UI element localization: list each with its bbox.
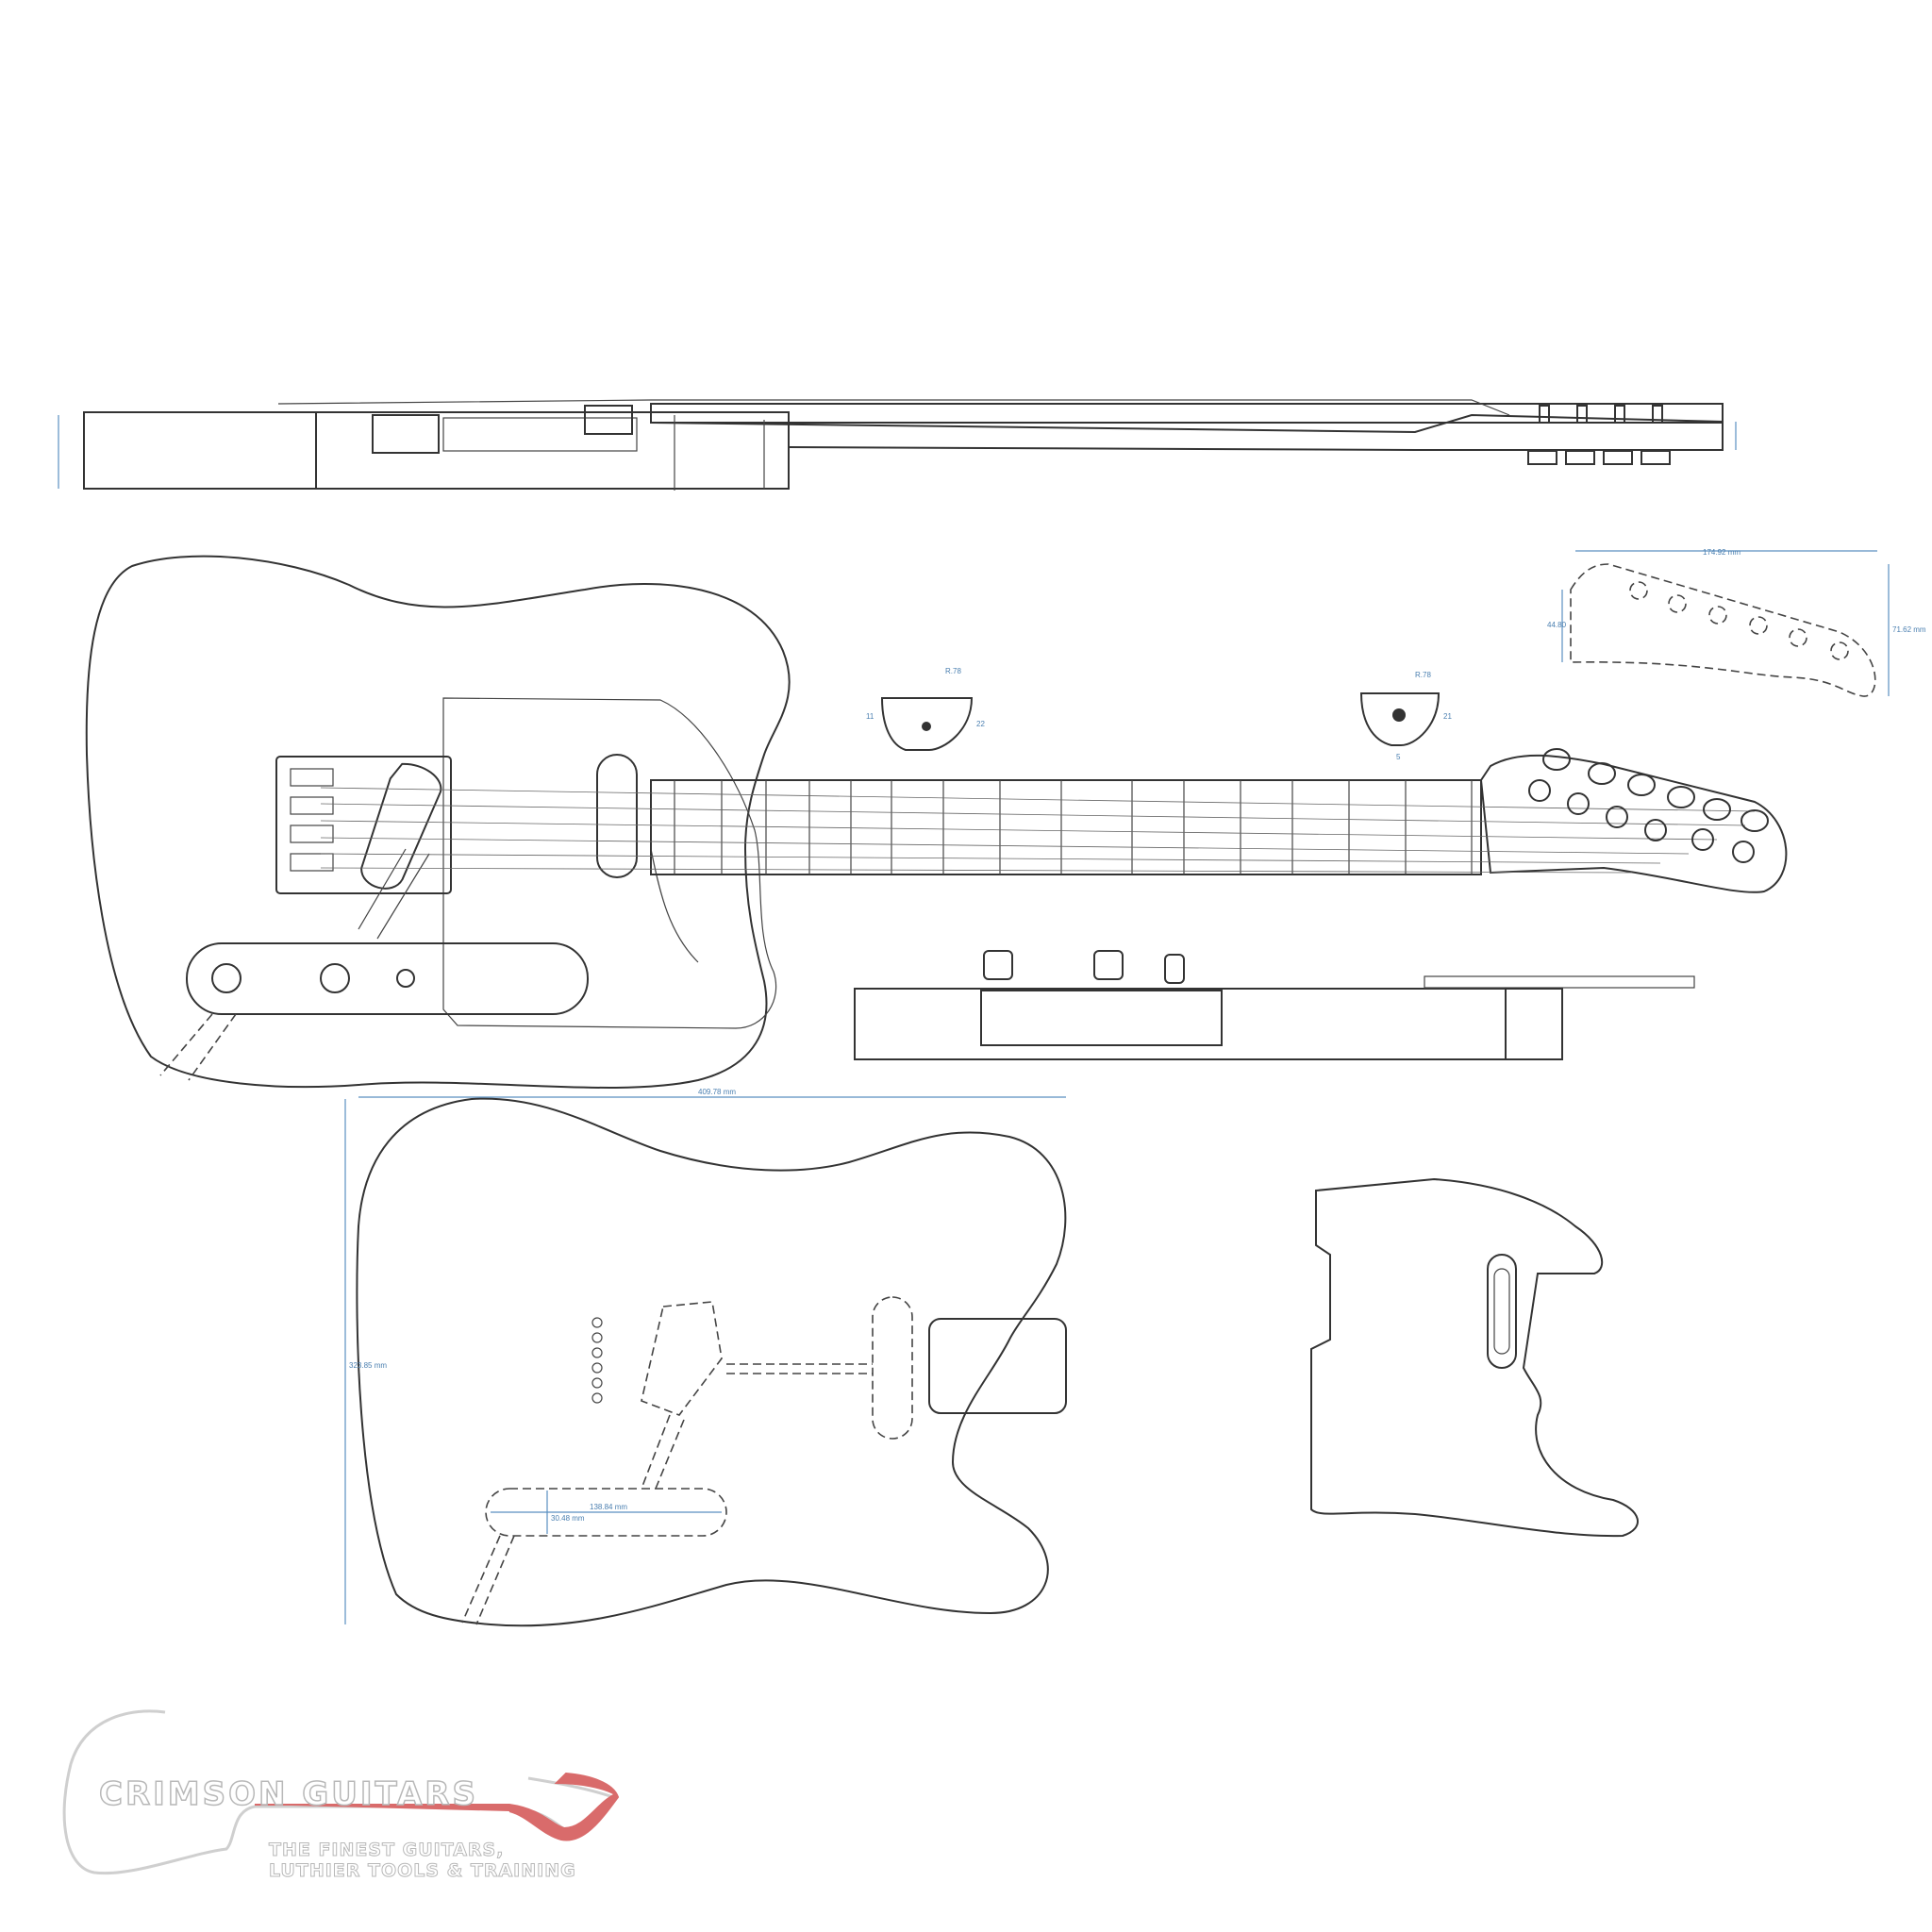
control-holes (591, 1317, 603, 1404)
headstock-nut-label: 44.80 (1547, 621, 1567, 629)
headstock-height-label: 71.62 mm (1892, 625, 1926, 634)
cavity-width-label: 30.48 mm (551, 1514, 585, 1523)
cavity-length-label: 138.84 mm (590, 1503, 627, 1511)
section-2-radius: R.78 (1415, 671, 1431, 679)
logo-brand-text: CRIMSON GUITARS (98, 1774, 478, 1814)
strings (320, 787, 1756, 874)
headstock-length-label: 174.92 mm (1703, 548, 1740, 557)
logo-red-swoosh (255, 1772, 620, 1841)
logo-tagline: THE FINEST GUITARS, LUTHIER TOOLS & TRAI… (269, 1840, 576, 1882)
guitar-front-view (85, 555, 1788, 1090)
frets (674, 780, 1473, 874)
logo-tagline-line-2: LUTHIER TOOLS & TRAINING (269, 1860, 576, 1882)
body-template: 409.78 mm 323.85 mm 138.84 mm 30.48 mm (344, 1088, 1067, 1627)
body-width-label: 409.78 mm (698, 1088, 736, 1096)
section-1-radius: R.78 (945, 667, 961, 675)
headstock-detail: 174.92 mm 71.62 mm 44.80 (1547, 548, 1926, 697)
logo-tagline-line-1: THE FINEST GUITARS, (269, 1840, 505, 1861)
neck-cross-section-1: R.78 22 11 (866, 667, 985, 751)
section-1-offset: 11 (866, 712, 874, 721)
tuners (1528, 748, 1769, 863)
bridge-saddles (290, 768, 334, 872)
side-section-view (58, 399, 1737, 491)
tuner-posts-side (1527, 405, 1671, 465)
pickguard (1310, 1177, 1639, 1538)
body-side-section (854, 950, 1695, 1060)
section-1-depth: 22 (976, 720, 985, 728)
neck-cross-section-2: R.78 21 5 (1359, 671, 1452, 761)
section-2-depth: 21 (1443, 712, 1452, 721)
body-height-label: 323.85 mm (349, 1361, 387, 1370)
section-2-width: 5 (1396, 753, 1401, 761)
